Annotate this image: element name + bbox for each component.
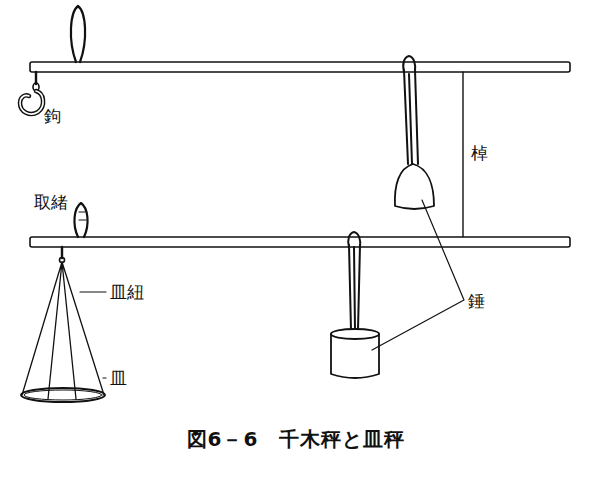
beam-marker-line: [462, 72, 463, 237]
plate-strings: [22, 262, 104, 399]
leader-line: [80, 291, 106, 292]
part-label: 皿: [110, 369, 127, 388]
weight-cord-loop: [348, 232, 360, 247]
hook-inner: [20, 91, 43, 114]
part-label: 皿紐: [110, 283, 144, 302]
cord-wrap: [79, 212, 86, 220]
part-label: 取緒: [34, 193, 68, 212]
weight-cord-loop: [403, 56, 415, 72]
plate: [21, 388, 105, 402]
hook: [20, 91, 43, 114]
bell-weight: [395, 164, 434, 209]
weight-cord: [404, 70, 418, 164]
hanging-cord: [71, 6, 85, 62]
hanging-cord: [74, 203, 87, 237]
beam: [30, 237, 570, 247]
part-label: 鉤: [44, 107, 61, 126]
plate-link: [61, 247, 63, 258]
cylinder-top: [331, 329, 379, 339]
beam: [30, 62, 570, 72]
leader-line: [103, 377, 106, 378]
leader-line: [372, 200, 464, 350]
cylinder-weight: [331, 334, 379, 378]
part-label: 錘: [468, 292, 485, 311]
weight-cord: [349, 245, 360, 330]
plate-rim: [24, 390, 102, 400]
part-label: 棹: [471, 144, 488, 163]
figure-caption: 図6－6 千木秤と皿秤: [0, 426, 592, 453]
